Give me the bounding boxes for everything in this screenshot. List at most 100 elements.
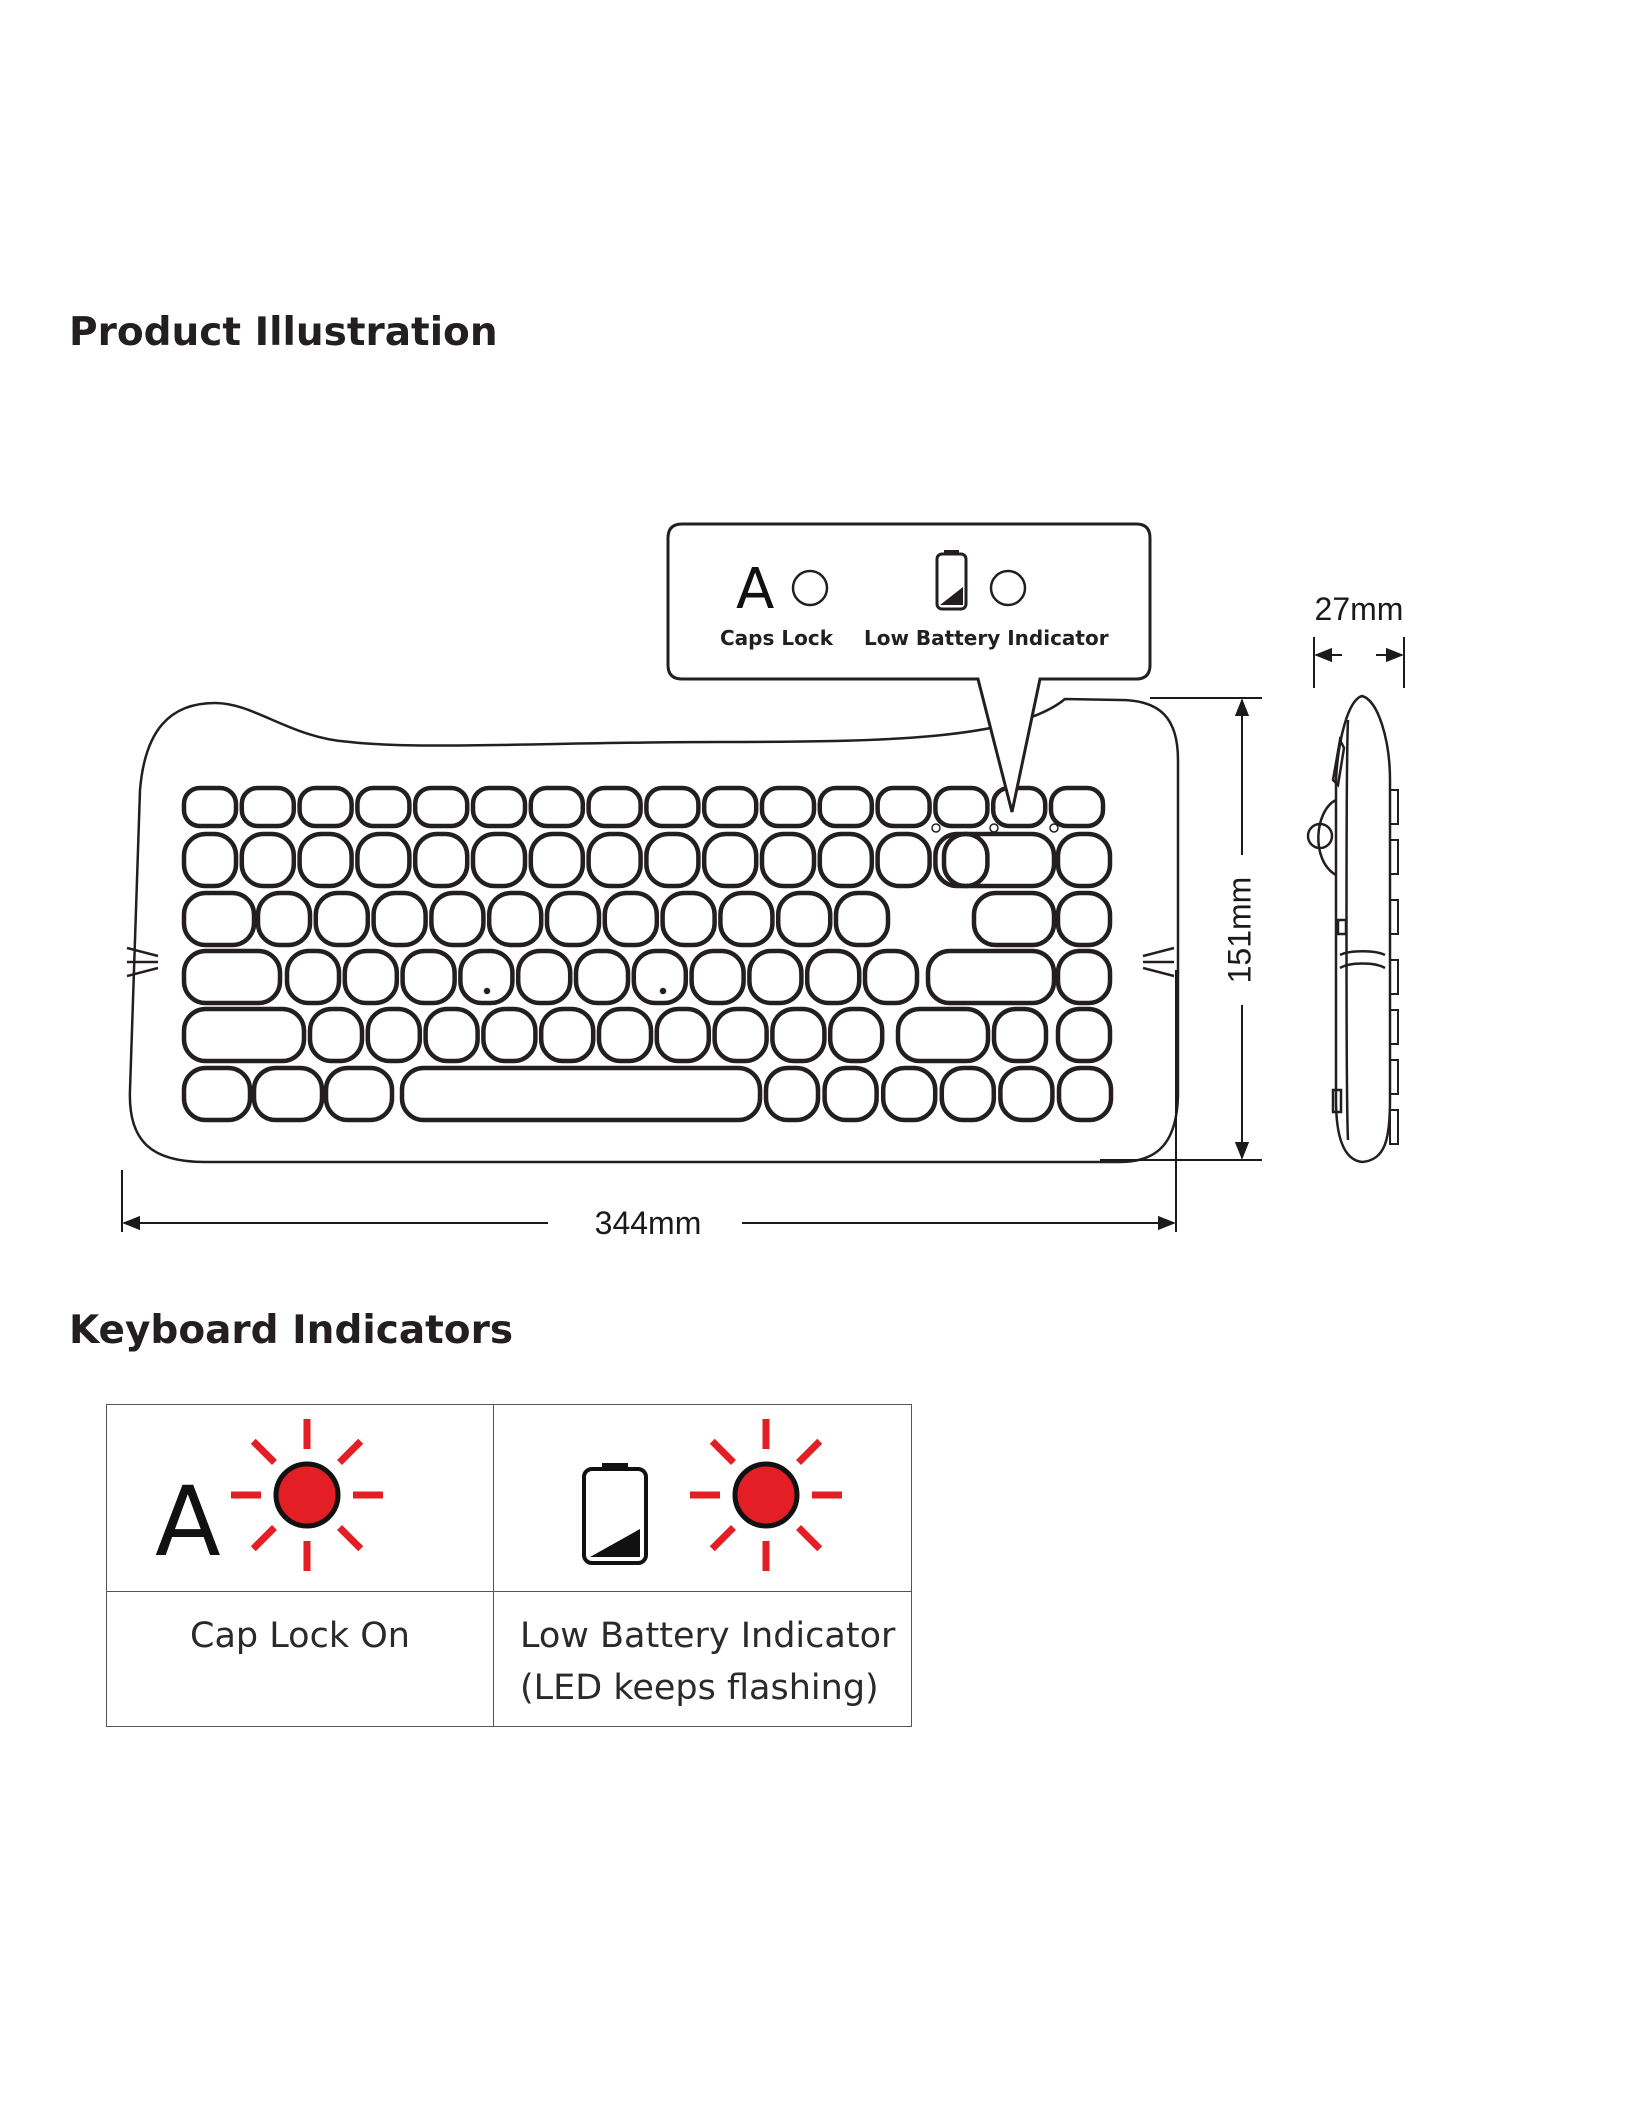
depth-dimension	[1314, 637, 1404, 688]
key	[1051, 788, 1103, 826]
height-dimension-label: 151mm	[1221, 877, 1257, 984]
key	[483, 1009, 535, 1061]
key	[184, 834, 236, 886]
key	[589, 788, 641, 826]
key	[489, 893, 541, 945]
key	[415, 834, 467, 886]
key	[541, 1009, 593, 1061]
key	[762, 834, 814, 886]
width-dimension-label: 344mm	[595, 1205, 702, 1241]
key	[634, 951, 686, 1003]
key	[460, 951, 512, 1003]
key	[1058, 834, 1110, 886]
key	[942, 1068, 994, 1120]
key	[242, 788, 294, 826]
key	[300, 788, 352, 826]
caps-lock-label: Caps Lock	[720, 626, 834, 650]
depth-dimension-label: 27mm	[1315, 591, 1404, 627]
key	[720, 893, 772, 945]
key	[473, 834, 525, 886]
key	[898, 1009, 988, 1061]
key	[403, 951, 455, 1003]
key	[865, 951, 917, 1003]
key	[646, 834, 698, 886]
key	[1058, 951, 1110, 1003]
key	[254, 1068, 322, 1120]
key	[258, 893, 310, 945]
caps-lock-letter-icon: A	[155, 1466, 221, 1578]
key	[715, 1009, 767, 1061]
indicator-led-dot	[932, 824, 940, 832]
key	[473, 788, 525, 826]
key	[374, 893, 426, 945]
key	[762, 788, 814, 826]
caps-lock-indicator-graphic: A	[107, 1405, 494, 1591]
low-battery-label: Low Battery Indicator	[520, 1610, 911, 1662]
key	[184, 788, 236, 826]
key	[994, 1009, 1046, 1061]
caps-lock-label-cell: Cap Lock On	[107, 1592, 494, 1727]
key	[1058, 893, 1110, 945]
key	[993, 788, 1045, 826]
key	[547, 893, 599, 945]
key	[807, 951, 859, 1003]
right-grip-marks	[1143, 948, 1174, 976]
low-battery-label-cell: Low Battery Indicator (LED keeps flashin…	[494, 1592, 912, 1727]
key	[974, 893, 1054, 945]
left-grip-marks	[127, 948, 158, 976]
key	[692, 951, 744, 1003]
key	[1000, 1068, 1052, 1120]
indicator-icons-row: A	[107, 1405, 912, 1592]
key	[184, 893, 254, 945]
key	[1058, 1009, 1110, 1061]
indicator-led-dot	[1050, 824, 1058, 832]
key	[766, 1068, 818, 1120]
key	[415, 788, 467, 826]
key	[820, 788, 872, 826]
key	[184, 1009, 304, 1061]
keyboard-side-view	[1318, 696, 1390, 1162]
indicator-led-dot	[990, 824, 998, 832]
low-battery-icon-cell	[494, 1405, 912, 1592]
key	[518, 951, 570, 1003]
key	[605, 893, 657, 945]
key	[820, 834, 872, 886]
key	[663, 893, 715, 945]
key	[287, 951, 339, 1003]
key	[935, 788, 987, 826]
caps-lock-on-label: Cap Lock On	[107, 1610, 493, 1662]
key	[1059, 1068, 1111, 1120]
key	[704, 834, 756, 886]
keyboard-illustration: A Caps Lock Low Battery Indicator 344mm …	[0, 0, 1632, 1280]
key	[184, 951, 280, 1003]
key	[300, 834, 352, 886]
key	[928, 951, 1054, 1003]
key	[531, 834, 583, 886]
low-battery-icon	[584, 1463, 646, 1563]
key	[749, 951, 801, 1003]
caps-lock-icon-cell: A	[107, 1405, 494, 1592]
key	[357, 834, 409, 886]
key	[576, 951, 628, 1003]
key	[431, 893, 483, 945]
low-battery-indicator-graphic	[494, 1405, 912, 1591]
key	[310, 1009, 362, 1061]
key	[778, 893, 830, 945]
red-led-flashing-icon	[690, 1419, 842, 1571]
key	[184, 1068, 250, 1120]
led-flashing-note: (LED keeps flashing)	[520, 1662, 911, 1714]
key	[345, 951, 397, 1003]
key	[657, 1009, 709, 1061]
key	[531, 788, 583, 826]
key	[883, 1068, 935, 1120]
key	[830, 1009, 882, 1061]
low-battery-label: Low Battery Indicator	[864, 626, 1109, 650]
caps-lock-letter-icon: A	[736, 557, 774, 622]
key	[704, 788, 756, 826]
home-key-bump	[661, 989, 666, 994]
key	[825, 1068, 877, 1120]
keyboard-keys	[184, 788, 1111, 1120]
key	[772, 1009, 824, 1061]
side-key	[1390, 1110, 1398, 1144]
indicators-table: A Cap Lock On Low Battery Indicator	[106, 1404, 912, 1727]
